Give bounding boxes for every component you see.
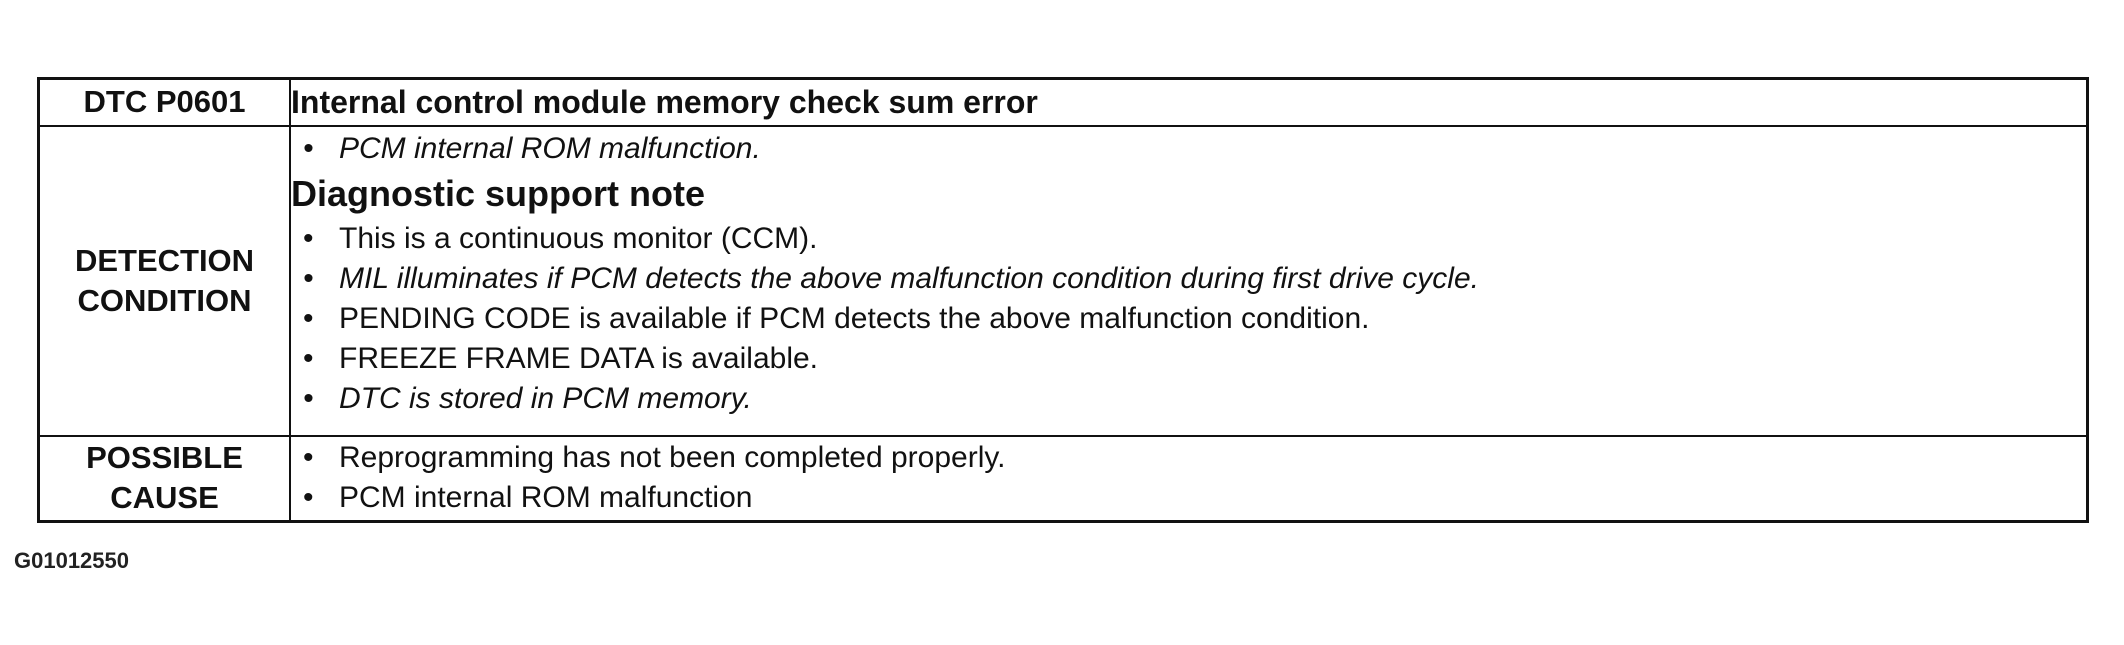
detection-list: PCM internal ROM malfunction. bbox=[291, 129, 2086, 169]
figure-id: G01012550 bbox=[14, 548, 129, 573]
detection-label-cell: DETECTION CONDITION bbox=[37, 124, 291, 437]
dtc-code-cell: DTC P0601 bbox=[37, 77, 291, 127]
possible-cause-label-cell: POSSIBLE CAUSE bbox=[37, 434, 291, 523]
possible-cause-content-cell: Reprogramming has not been completed pro… bbox=[289, 434, 2089, 523]
possible-cause-label-line2: CAUSE bbox=[110, 480, 219, 516]
detection-label-line2: CONDITION bbox=[77, 282, 252, 318]
dtc-description: Internal control module memory check sum… bbox=[291, 84, 1038, 121]
header-row: DTC P0601 Internal control module memory… bbox=[37, 77, 2089, 127]
list-item: Reprogramming has not been completed pro… bbox=[291, 438, 2086, 478]
list-item: PCM internal ROM malfunction bbox=[291, 478, 2086, 518]
detection-content-cell: PCM internal ROM malfunction. Diagnostic… bbox=[289, 124, 2089, 437]
list-item: PENDING CODE is available if PCM detects… bbox=[291, 299, 2086, 339]
diagnostic-note-list: This is a continuous monitor (CCM). MIL … bbox=[291, 219, 2086, 419]
list-item: This is a continuous monitor (CCM). bbox=[291, 219, 2086, 259]
list-item: FREEZE FRAME DATA is available. bbox=[291, 339, 2086, 379]
list-item: PCM internal ROM malfunction. bbox=[291, 129, 2086, 169]
possible-cause-list: Reprogramming has not been completed pro… bbox=[291, 438, 2086, 518]
list-item: MIL illuminates if PCM detects the above… bbox=[291, 259, 2086, 299]
dtc-description-cell: Internal control module memory check sum… bbox=[289, 77, 2089, 127]
possible-cause-row: POSSIBLE CAUSE Reprogramming has not bee… bbox=[37, 434, 2089, 523]
list-item: DTC is stored in PCM memory. bbox=[291, 379, 2086, 419]
diagnostic-note-heading: Diagnostic support note bbox=[291, 172, 705, 214]
dtc-code: DTC P0601 bbox=[83, 84, 246, 120]
detection-row: DETECTION CONDITION PCM internal ROM mal… bbox=[37, 124, 2089, 437]
detection-label-line1: DETECTION bbox=[74, 242, 255, 278]
possible-cause-label-line1: POSSIBLE bbox=[86, 440, 243, 476]
dtc-table: DTC P0601 Internal control module memory… bbox=[37, 77, 2089, 523]
